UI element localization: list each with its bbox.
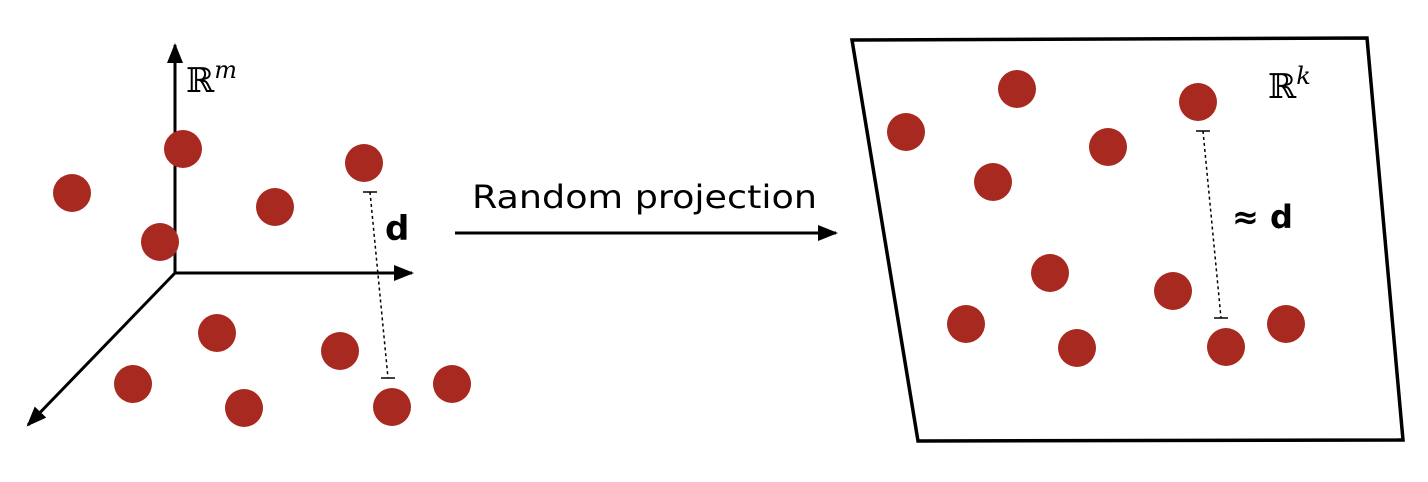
point xyxy=(998,70,1036,108)
left-distance-label: d xyxy=(385,209,409,249)
right-points xyxy=(887,70,1305,367)
left-space-symbol: ℝ xyxy=(186,61,215,101)
left-distance-marker xyxy=(363,191,395,379)
point xyxy=(1089,128,1127,166)
point xyxy=(433,365,471,403)
right-distance-label: ≈ d xyxy=(1232,198,1293,236)
point xyxy=(321,332,359,370)
point xyxy=(198,314,236,352)
right-space-symbol: ℝ xyxy=(1268,67,1297,107)
point xyxy=(1031,254,1069,292)
point xyxy=(373,388,411,426)
projection-plane xyxy=(849,36,1405,443)
point xyxy=(1207,328,1245,366)
point xyxy=(225,389,263,427)
left-points xyxy=(53,130,471,427)
point xyxy=(256,188,294,226)
point xyxy=(1154,272,1192,310)
point xyxy=(53,174,91,212)
left-coordinate-axes xyxy=(26,43,414,427)
point xyxy=(974,163,1012,201)
z-axis xyxy=(26,271,177,427)
point xyxy=(947,305,985,343)
right-distance-marker xyxy=(1196,130,1228,319)
right-space-exponent: k xyxy=(1296,62,1311,90)
right-space-label: ℝk xyxy=(1268,62,1311,107)
point xyxy=(1179,83,1217,121)
point xyxy=(887,113,925,151)
point xyxy=(164,130,202,168)
left-space-label: ℝm xyxy=(186,56,237,101)
point xyxy=(345,144,383,182)
projection-label: Random projection xyxy=(472,178,817,216)
point xyxy=(114,365,152,403)
left-space-exponent: m xyxy=(214,56,237,84)
point xyxy=(1267,305,1305,343)
point xyxy=(141,223,179,261)
point xyxy=(1058,329,1096,367)
